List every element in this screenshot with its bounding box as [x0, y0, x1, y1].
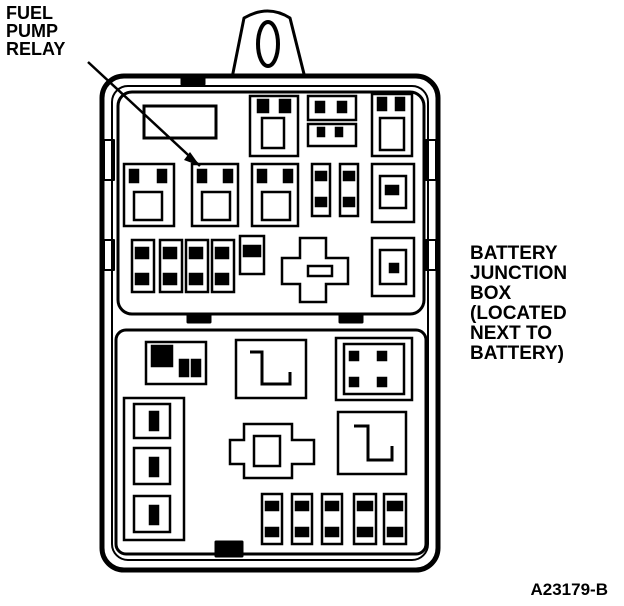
relay-lower-right: [336, 410, 408, 476]
fuel-pump-relay: [190, 162, 240, 228]
relay-lower-left: [144, 340, 208, 386]
fuse-bottom-5: [382, 492, 408, 546]
figure-code: A23179-B: [530, 580, 609, 599]
fuel-pump-relay-callout: FUEL PUMP RELAY: [6, 4, 65, 58]
fuse-bottom-2: [290, 492, 314, 546]
callout-line: (LOCATED: [470, 303, 567, 324]
fuse-small-1: [310, 162, 332, 218]
housing-outer: [99, 73, 441, 573]
mounting-tab: [230, 9, 307, 79]
callout-line: FUEL: [6, 3, 53, 23]
lower-panel: [114, 328, 428, 556]
battery-junction-box-callout: BATTERY JUNCTION BOX (LOCATED NEXT TO BA…: [470, 244, 567, 364]
side-clip-right-top: [425, 139, 437, 181]
upper-panel: [116, 90, 426, 316]
relay-top-2: [370, 92, 414, 158]
fuse-row-2: [158, 238, 184, 294]
mounting-hole: [256, 20, 280, 68]
fuse-row-4: [210, 238, 236, 294]
callout-line: RELAY: [6, 39, 66, 59]
callout-line: PUMP: [6, 21, 59, 41]
top-clip: [180, 74, 206, 86]
mini-relay-1: [122, 162, 176, 228]
side-clip-left-top: [103, 139, 115, 181]
fuse-row-5: [238, 234, 266, 276]
fuse-top-2: [306, 122, 358, 148]
maxi-fuse-1: [370, 162, 416, 224]
fuse-row-3: [184, 238, 210, 294]
callout-line: BATTERY: [470, 243, 558, 264]
callout-line: BATTERY): [470, 343, 564, 364]
relay-lower-center: [234, 338, 308, 400]
fuse-bottom-1: [260, 492, 284, 546]
diode-block: [142, 104, 218, 140]
fuse-small-2: [338, 162, 360, 218]
callout-line: NEXT TO: [470, 323, 552, 344]
relay-top-1: [248, 94, 300, 158]
side-clip-right-bottom: [425, 239, 437, 271]
bottom-latch: [214, 540, 244, 558]
mini-relay-3: [250, 162, 300, 228]
bottom-clip-right: [338, 312, 364, 324]
fuse-bottom-4: [352, 492, 378, 546]
fuse-top-1: [306, 94, 358, 122]
fuse-row-1: [130, 238, 156, 294]
side-clip-left-bottom: [103, 239, 115, 271]
cross-relay-lower-right: [334, 336, 414, 402]
cross-relay-lower: [228, 422, 316, 480]
bottom-clip-left: [186, 312, 212, 324]
maxi-fuse-2: [370, 236, 416, 298]
cross-relay-upper: [280, 236, 350, 304]
maxi-fuse-block: [122, 396, 186, 542]
callout-line: BOX: [470, 283, 512, 304]
housing-inner: [111, 85, 429, 561]
fuse-bottom-3: [320, 492, 344, 546]
callout-line: JUNCTION: [470, 263, 568, 284]
